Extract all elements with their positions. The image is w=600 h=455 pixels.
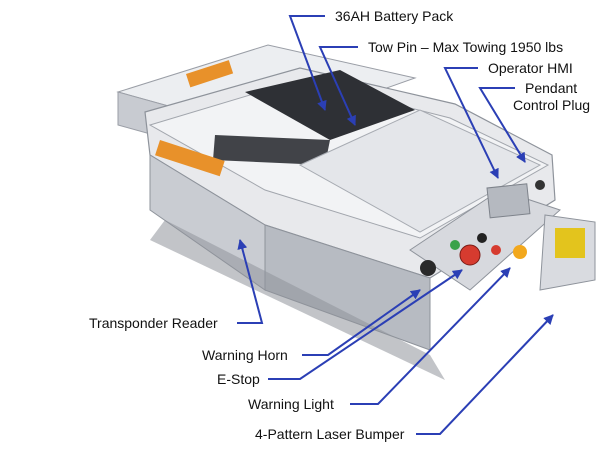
estop-label: E-Stop [217, 371, 260, 387]
horn-leader [302, 289, 421, 356]
front-logo-mark [155, 140, 225, 177]
battery-label: 36AH Battery Pack [335, 8, 454, 24]
horn-label: Warning Horn [202, 347, 288, 363]
leader-lines [237, 15, 554, 435]
control-panel [409, 180, 561, 291]
hmi-screen [486, 183, 531, 219]
tow-pin-label: Tow Pin – Max Towing 1950 lbs [368, 39, 564, 55]
pendant-leader [478, 87, 526, 163]
estop-button [459, 244, 481, 266]
bumper-leader [416, 314, 554, 435]
pendant-label-line2: Control Plug [513, 97, 591, 113]
pendant-plug [535, 180, 545, 190]
hmi-leader [443, 67, 499, 179]
rear-logo-mark [186, 60, 234, 88]
transponder-label: Transponder Reader [89, 315, 218, 331]
horn-button [420, 260, 436, 276]
laser-bumper [539, 214, 596, 291]
battery-leader [288, 15, 327, 111]
pendant-label-line1: Pendant [525, 80, 578, 96]
light-leader [350, 267, 511, 405]
tow-pin-leader [318, 46, 358, 126]
bumper-sensor [555, 228, 585, 258]
black-strip [245, 70, 415, 140]
hmi-label: Operator HMI [488, 60, 573, 76]
estop-leader [268, 269, 463, 380]
transponder-leader [237, 239, 264, 324]
bumper-label: 4-Pattern Laser Bumper [255, 426, 405, 442]
light-label: Warning Light [248, 396, 334, 412]
warning-light [513, 245, 527, 259]
start-button [450, 240, 460, 250]
